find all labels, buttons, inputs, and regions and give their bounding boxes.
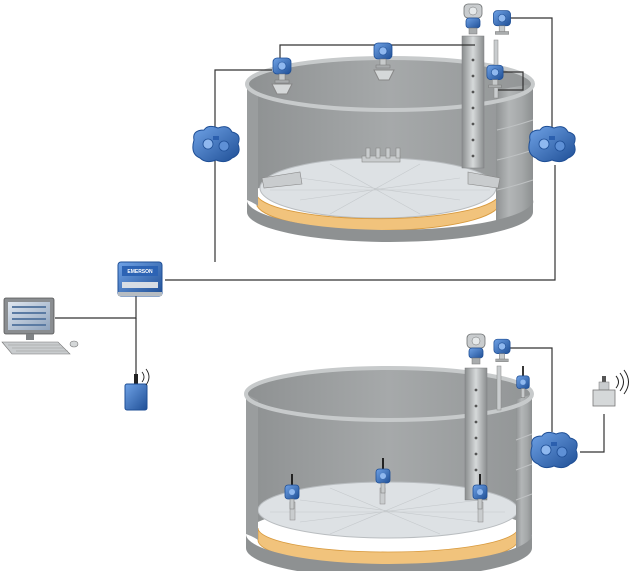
upper-tank-front-wall-right (496, 84, 534, 222)
computer-workstation[interactable] (1, 297, 79, 355)
pipe-gauge-lower[interactable] (466, 333, 486, 365)
wireless-transmitter-lower-rim[interactable] (516, 366, 530, 398)
field-display-lower-right[interactable] (530, 431, 578, 469)
upper-floor-probe-array (361, 147, 401, 163)
lower-tank-rim (244, 366, 534, 422)
cable-lower-right (510, 347, 553, 432)
field-display-upper-left[interactable] (192, 125, 240, 163)
lower-tank-front-wall-right (516, 394, 533, 548)
cables (55, 17, 605, 453)
upper-tank-front-wall-left (247, 84, 258, 206)
upper-radar-horn-left (271, 83, 293, 95)
wireless-hart-adapter[interactable] (592, 369, 629, 407)
upper-tank (245, 35, 535, 242)
lower-still-pipe-holes (474, 388, 478, 472)
radar-gauge-upper-right[interactable] (493, 10, 511, 35)
upper-floor-skid-left (261, 171, 303, 189)
system-hub[interactable]: EMERSON (117, 261, 163, 297)
cable-left-bus (214, 69, 272, 262)
radar-gauge-upper-center[interactable] (373, 42, 393, 69)
radar-gauge-upper-left[interactable] (272, 57, 292, 84)
cable-top-bus (279, 44, 475, 65)
cable-hart-adapter (580, 414, 605, 453)
field-display-upper-right[interactable] (528, 125, 576, 163)
lower-stem-right (496, 365, 502, 411)
upper-radar-horn-center (373, 69, 395, 81)
lower-tank (244, 365, 534, 571)
lower-still-pipe (464, 367, 488, 501)
upper-tank-floor (259, 157, 497, 219)
upper-tank-floor-grid (270, 163, 490, 215)
upper-still-pipe (461, 35, 485, 169)
upper-still-pipe-holes (471, 58, 475, 158)
cable-right-cross (488, 71, 524, 91)
upper-tank-base (247, 200, 533, 242)
wireless-transmitter-floor-right[interactable] (472, 474, 488, 510)
devices: EMERSON (1, 3, 629, 510)
lower-tank-floor-grid (270, 487, 505, 535)
wireless-transmitter-floor-left[interactable] (284, 474, 300, 510)
hub-brand-label: EMERSON (127, 269, 153, 275)
wireless-transmitter-floor-center[interactable] (375, 458, 391, 494)
cable-right-top (510, 17, 553, 130)
upper-floor-skid-right (467, 171, 501, 189)
lower-tank-base (246, 534, 532, 571)
cable-hub-to-upper-network (165, 165, 556, 281)
wireless-gateway[interactable] (124, 368, 150, 411)
radar-gauge-lower-right[interactable] (493, 338, 511, 362)
radar-gauge-upper-far-right[interactable] (486, 64, 504, 88)
lower-tank-wall-seams (515, 433, 533, 501)
pipe-gauge-upper[interactable] (463, 3, 483, 35)
lower-tank-front-wall-left (246, 394, 258, 540)
